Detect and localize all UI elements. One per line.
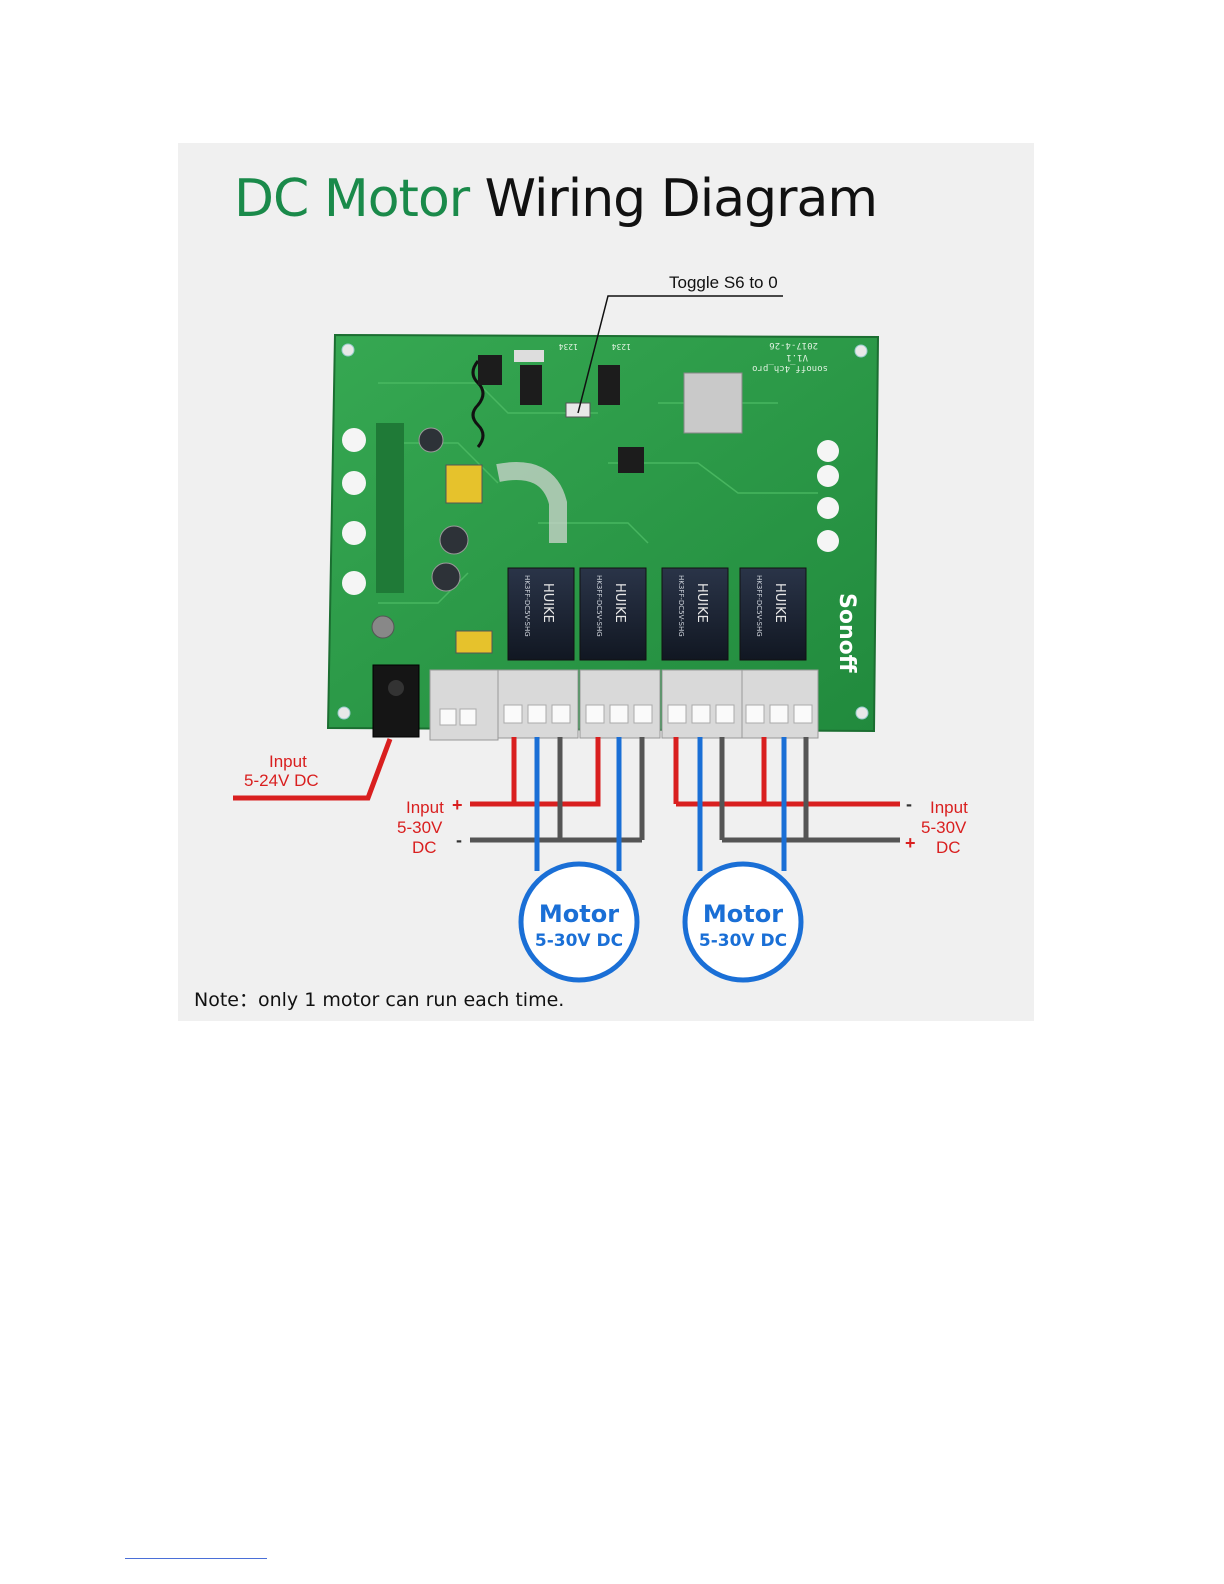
motor-1-rating: 5-30V DC [535, 931, 623, 951]
toggle-callout-label: Toggle S6 to 0 [669, 273, 778, 292]
diagram-title: DC Motor Wiring Diagram [234, 169, 877, 229]
wiring-diagram-figure: 2017-4-26 V1.1 sonoff_4ch_pro 1234 1234 … [178, 143, 1034, 1021]
right-plus-sign: + [905, 833, 916, 853]
main-input-label-2: 5-24V DC [244, 771, 319, 790]
left-input-label-3: DC [412, 838, 437, 857]
title-part-1: DC Motor [234, 169, 469, 229]
title-part-2: Wiring Diagram [485, 169, 877, 229]
relay-2-model: HK3FF-DC5V-SHG [595, 575, 603, 637]
right-input-label-3: DC [936, 838, 961, 857]
relay-4-model: HK3FF-DC5V-SHG [755, 575, 763, 637]
wifi-module [684, 373, 742, 433]
terminal-blocks [430, 670, 818, 740]
silk-version: 2017-4-26 [769, 340, 818, 350]
main-input-label-1: Input [269, 752, 307, 771]
relay-1-brand: HUIKE [540, 583, 555, 623]
left-wiring: Input + 5-30V DC - [397, 737, 642, 871]
relay-3-model: HK3FF-DC5V-SHG [677, 575, 685, 637]
relay-3: HUIKE HK3FF-DC5V-SHG [662, 568, 728, 660]
switch-label-1: 1234 [559, 342, 578, 351]
pcb-board: 2017-4-26 V1.1 sonoff_4ch_pro 1234 1234 … [328, 335, 878, 740]
main-input-wire: Input 5-24V DC [233, 739, 390, 798]
left-input-label-1: Input [406, 798, 444, 817]
relay-1-model: HK3FF-DC5V-SHG [523, 575, 531, 637]
switch-label-2: 1234 [612, 342, 631, 351]
relay-3-brand: HUIKE [694, 583, 709, 623]
note-text: Note：only 1 motor can run each time. [194, 985, 564, 1012]
silk-name: sonoff_4ch_pro [752, 363, 828, 373]
dc-jack [373, 665, 419, 737]
relay-4: HUIKE HK3FF-DC5V-SHG [740, 568, 806, 660]
right-input-label-2: 5-30V [921, 818, 967, 837]
motor-2-name: Motor [703, 900, 783, 928]
mcu-chip [618, 447, 644, 473]
motor-2: Motor 5-30V DC [685, 864, 801, 980]
left-plus-sign: + [452, 795, 463, 815]
footnote-separator [125, 1558, 267, 1559]
right-wiring: - Input 5-30V + DC [676, 737, 968, 871]
motor-1-name: Motor [539, 900, 619, 928]
relay-2-brand: HUIKE [612, 583, 627, 623]
motor-2-rating: 5-30V DC [699, 931, 787, 951]
left-input-label-2: 5-30V [397, 818, 443, 837]
relay-4-brand: HUIKE [772, 583, 787, 623]
motor-1: Motor 5-30V DC [521, 864, 637, 980]
right-minus-sign: - [906, 794, 912, 814]
wiring-diagram-canvas: 2017-4-26 V1.1 sonoff_4ch_pro 1234 1234 … [178, 143, 1034, 1021]
silk-rev: V1.1 [786, 352, 808, 362]
relay-1: HUIKE HK3FF-DC5V-SHG [508, 568, 574, 660]
right-input-label-1: Input [930, 798, 968, 817]
left-minus-sign: - [456, 830, 462, 850]
brand-label: Sonoff [834, 593, 859, 674]
relay-2: HUIKE HK3FF-DC5V-SHG [580, 568, 646, 660]
